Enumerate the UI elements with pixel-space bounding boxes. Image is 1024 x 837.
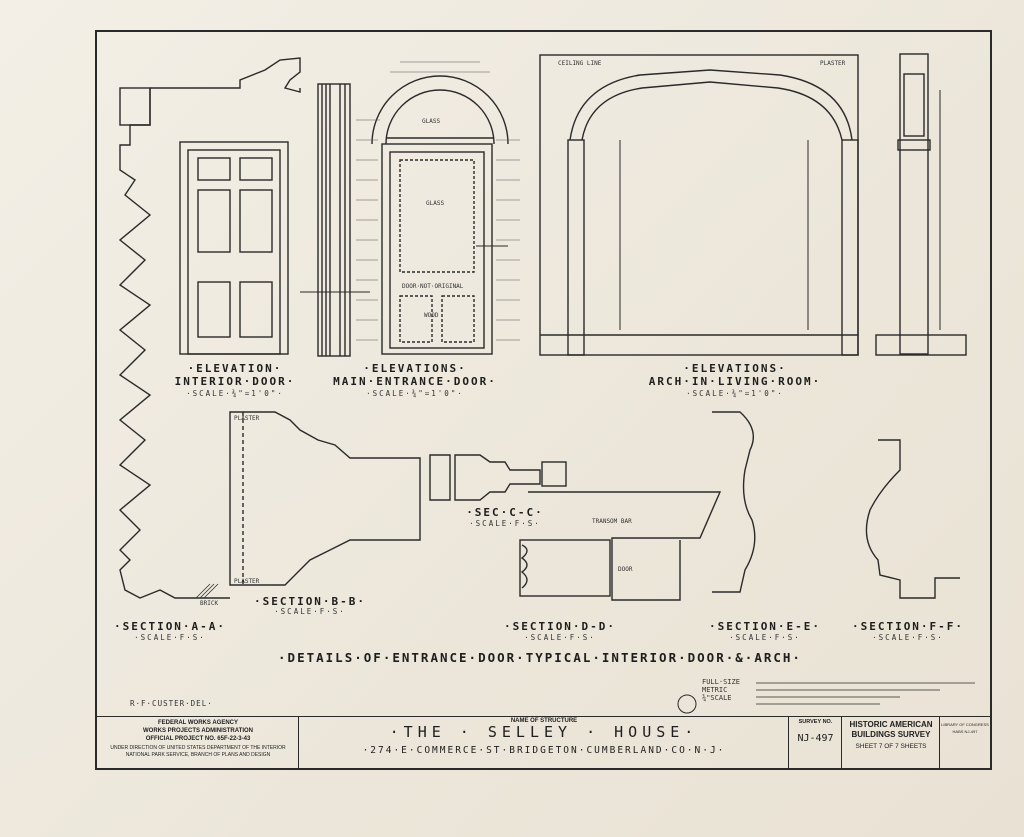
glass-main-note: GLASS bbox=[426, 200, 445, 207]
sheet-border bbox=[95, 30, 992, 770]
section-cc-title: ·SEC·C-C· bbox=[466, 506, 544, 519]
ceiling-line-note: CEILING LINE bbox=[558, 60, 602, 67]
interior-door-title: ·ELEVATION· bbox=[187, 362, 283, 375]
agency-line1: FEDERAL WORKS AGENCY bbox=[157, 720, 238, 726]
plaster-bb-note: PLASTER bbox=[234, 415, 260, 422]
sheet-main-title: ·DETAILS·OF·ENTRANCE·DOOR·TYPICAL·INTERI… bbox=[278, 650, 802, 665]
scale-three-quarter: ¾"SCALE bbox=[702, 694, 732, 702]
survey-label: SURVEY NO. bbox=[798, 719, 833, 725]
entrance-door-scale: ·SCALE·¾"=1'0"· bbox=[366, 389, 464, 398]
section-cc-scale: ·SCALE·F·S· bbox=[469, 519, 541, 528]
survey-number: NJ-497 bbox=[797, 733, 834, 744]
section-aa-title: ·SECTION·A-A· bbox=[113, 620, 227, 633]
section-cc-profile bbox=[429, 454, 451, 501]
habs-cell: HISTORIC AMERICAN BUILDINGS SURVEY SHEET… bbox=[842, 717, 940, 769]
structure-name: ·THE · SELLEY · HOUSE· bbox=[389, 723, 699, 741]
plaster-bb2-note: PLASTER bbox=[234, 578, 260, 585]
habs-line2: BUILDINGS SURVEY bbox=[851, 730, 931, 739]
section-aa-scale: ·SCALE·F·S· bbox=[134, 633, 206, 642]
glass-top-note: GLASS bbox=[422, 118, 441, 125]
habs-line1: HISTORIC AMERICAN bbox=[849, 720, 933, 729]
living-room-arch bbox=[569, 69, 853, 141]
interior-door-title2: INTERIOR·DOOR· bbox=[174, 375, 296, 388]
section-ee-title: ·SECTION·E-E· bbox=[708, 620, 822, 633]
agency-line4: UNDER DIRECTION OF UNITED STATES DEPARTM… bbox=[110, 745, 286, 751]
title-block: FEDERAL WORKS AGENCY WORKS PROJECTS ADMI… bbox=[97, 716, 990, 769]
agency-line5: NATIONAL PARK SERVICE, BRANCH OF PLANS A… bbox=[125, 752, 271, 758]
entrance-door bbox=[381, 143, 493, 355]
section-bb-title: ·SECTION·B-B· bbox=[253, 595, 367, 608]
plaster-note: PLASTER bbox=[820, 60, 846, 67]
agency-cell: FEDERAL WORKS AGENCY WORKS PROJECTS ADMI… bbox=[97, 717, 299, 769]
section-dd-scale: ·SCALE·F·S· bbox=[524, 633, 596, 642]
wood-note: WOOD bbox=[424, 312, 439, 319]
delineator: R·F·CUSTER·DEL· bbox=[130, 699, 213, 708]
sheet-number: SHEET 7 OF 7 SHEETS bbox=[855, 743, 927, 750]
library-line2: HABS NJ-497 bbox=[952, 729, 978, 734]
scale-full-size: FULL·SIZE bbox=[702, 678, 740, 686]
section-dd-profile bbox=[528, 491, 722, 601]
brick-note: BRICK bbox=[200, 600, 219, 607]
library-cell: LIBRARY OF CONGRESS HABS NJ-497 bbox=[940, 717, 990, 769]
name-of-structure-label: NAME OF STRUCTURE bbox=[510, 718, 578, 724]
section-ee-profile bbox=[712, 411, 756, 593]
agency-line2: WORKS PROJECTS ADMINISTRATION bbox=[142, 728, 253, 734]
section-ff-profile bbox=[865, 439, 960, 599]
scale-metric: METRIC bbox=[702, 686, 728, 694]
arch-title: ·ELEVATIONS· bbox=[683, 362, 787, 375]
door-note: DOOR bbox=[618, 566, 633, 573]
structure-address: ·274·E·COMMERCE·ST·BRIDGETON·CUMBERLAND·… bbox=[362, 745, 726, 756]
arch-title2: ARCH·IN·LIVING·ROOM· bbox=[648, 375, 822, 388]
arch-scale: ·SCALE·¾"=1'0"· bbox=[686, 389, 784, 398]
entrance-door-title2: MAIN·ENTRANCE·DOOR· bbox=[333, 375, 497, 388]
section-aa-profile bbox=[118, 57, 301, 599]
structure-cell: NAME OF STRUCTURE ·THE · SELLEY · HOUSE·… bbox=[299, 717, 789, 769]
section-ff-title: ·SECTION·F-F· bbox=[851, 620, 965, 633]
entrance-door-title: ·ELEVATIONS· bbox=[363, 362, 467, 375]
library-line1: LIBRARY OF CONGRESS bbox=[941, 722, 989, 727]
transom-bar-note: TRANSOM BAR bbox=[592, 518, 632, 525]
section-ff-scale: ·SCALE·F·S· bbox=[872, 633, 944, 642]
agency-line3: OFFICIAL PROJECT NO. 65F-22-3-43 bbox=[145, 736, 251, 742]
survey-cell: SURVEY NO. NJ-497 bbox=[789, 717, 842, 769]
section-dd-title: ·SECTION·D-D· bbox=[503, 620, 617, 633]
entrance-arch bbox=[371, 75, 509, 145]
section-ee-scale: ·SCALE·F·S· bbox=[729, 633, 801, 642]
interior-door-scale: ·SCALE·¾"=1'0"· bbox=[186, 389, 284, 398]
door-not-original-note: DOOR·NOT·ORIGINAL bbox=[402, 283, 464, 290]
section-bb-profile bbox=[229, 411, 421, 586]
section-bb-scale: ·SCALE·F·S· bbox=[274, 607, 346, 616]
